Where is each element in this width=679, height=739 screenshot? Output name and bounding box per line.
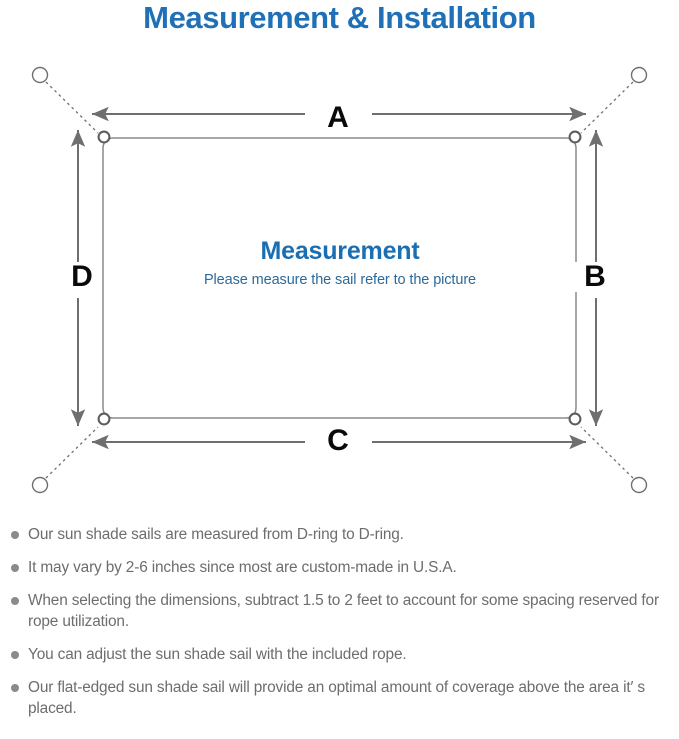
d-ring-top-left — [97, 130, 111, 144]
dimension-label-c: C — [310, 426, 366, 456]
note-text: Our sun shade sails are measured from D-… — [28, 526, 404, 543]
dimension-label-a: A — [310, 103, 366, 133]
bullet-icon — [11, 651, 19, 659]
page-title: Measurement & Installation — [143, 0, 536, 35]
note-text: Our flat-edged sun shade sail will provi… — [28, 679, 645, 717]
list-item: Our flat-edged sun shade sail will provi… — [0, 677, 679, 719]
anchor-circle-top-right — [630, 66, 648, 84]
list-item: When selecting the dimensions, subtract … — [0, 590, 679, 632]
anchor-circle-top-left — [31, 66, 49, 84]
rope-line-bottom-right — [580, 426, 634, 479]
measurement-subtext: Please measure the sail refer to the pic… — [203, 272, 477, 288]
d-rings-group — [97, 130, 582, 426]
bullet-icon — [11, 564, 19, 572]
note-text: When selecting the dimensions, subtract … — [28, 592, 659, 630]
dimension-label-b: B — [575, 262, 615, 292]
bullet-icon — [11, 684, 19, 692]
sail-measurement-diagram: A B C D Measurement Please measure the s… — [0, 46, 679, 514]
dimension-label-d: D — [62, 262, 102, 292]
bullet-icon — [11, 597, 19, 605]
rope-line-top-right — [580, 81, 634, 134]
measurement-heading: Measurement — [260, 237, 420, 265]
bullet-icon — [11, 531, 19, 539]
notes-list: Our sun shade sails are measured from D-… — [0, 524, 679, 731]
rope-line-top-left — [45, 81, 99, 134]
sail-center-text: Measurement Please measure the sail refe… — [104, 236, 576, 291]
diagram-svg — [31, 66, 648, 494]
note-text: It may vary by 2-6 inches since most are… — [28, 559, 457, 576]
d-ring-bottom-left — [97, 412, 111, 426]
rope-lines-group — [45, 81, 634, 479]
anchor-circle-bottom-left — [31, 476, 49, 494]
d-ring-top-right — [568, 130, 582, 144]
anchor-circle-bottom-right — [630, 476, 648, 494]
d-ring-bottom-right — [568, 412, 582, 426]
note-text: You can adjust the sun shade sail with t… — [28, 646, 407, 663]
anchor-circles-group — [31, 66, 648, 494]
rope-line-bottom-left — [45, 426, 99, 479]
list-item: You can adjust the sun shade sail with t… — [0, 644, 679, 665]
list-item: It may vary by 2-6 inches since most are… — [0, 557, 679, 578]
list-item: Our sun shade sails are measured from D-… — [0, 524, 679, 545]
